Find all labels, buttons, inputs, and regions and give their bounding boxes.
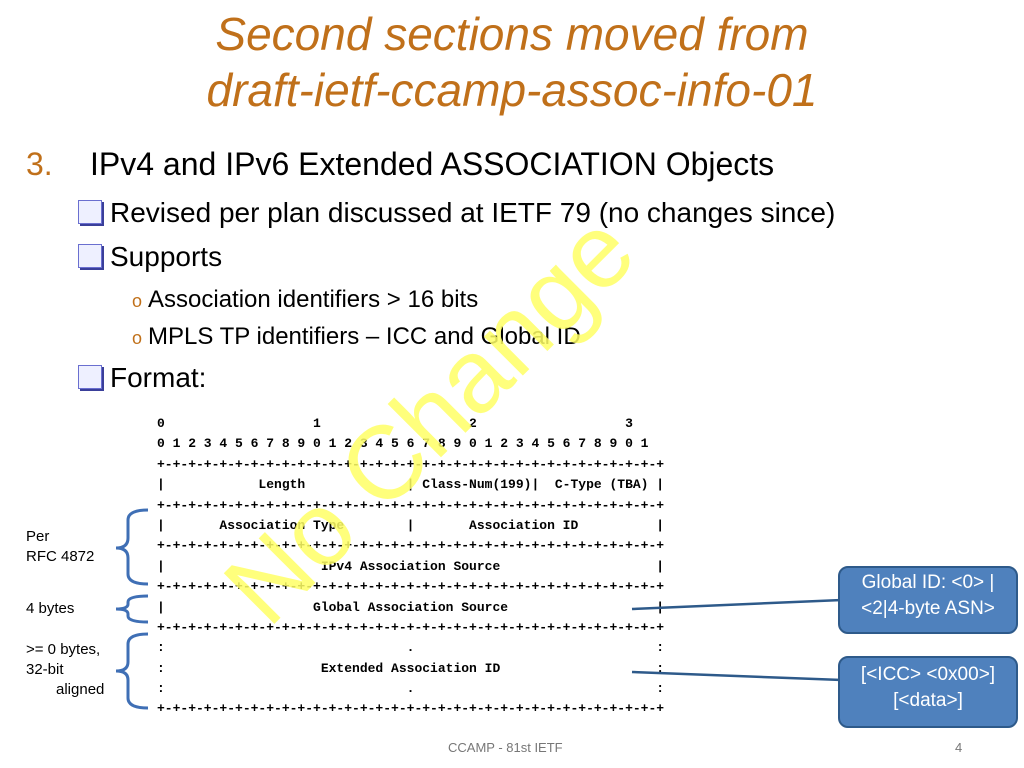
brace-extended (115, 632, 149, 710)
label-line: >= 0 bytes, (26, 641, 101, 658)
diagram-row: | IPv4 Association Source | (157, 558, 665, 574)
slide-title: Second sections moved from draft-ietf-cc… (0, 6, 1024, 118)
callout-line: [<ICC> <0x00>] (860, 664, 996, 685)
callout-pointer-global (631, 598, 843, 611)
bullet-text: Revised per plan discussed at IETF 79 (n… (110, 197, 836, 228)
label-per-rfc: Per RFC 4872 (26, 527, 94, 567)
checkbox-bullet-icon (78, 244, 102, 268)
label-4-bytes: 4 bytes (26, 600, 75, 617)
callout-line: [<data>] (893, 690, 963, 711)
bullet-supports: Supports (78, 241, 222, 273)
diagram-row: +-+-+-+-+-+-+-+-+-+-+-+-+-+-+-+-+-+-+-+-… (157, 579, 665, 595)
sub-bullet-text: MPLS TP identifiers – ICC and Global ID (148, 323, 581, 350)
label-line: 32-bit (26, 661, 64, 678)
callout-line: Global ID: <0> | (861, 572, 995, 593)
diagram-row: +-+-+-+-+-+-+-+-+-+-+-+-+-+-+-+-+-+-+-+-… (157, 701, 665, 717)
diagram-row: +-+-+-+-+-+-+-+-+-+-+-+-+-+-+-+-+-+-+-+-… (157, 619, 665, 635)
diagram-row: +-+-+-+-+-+-+-+-+-+-+-+-+-+-+-+-+-+-+-+-… (157, 497, 665, 513)
brace-rfc4872 (115, 508, 149, 586)
diagram-row: | Association Type | Association ID | (157, 517, 665, 533)
circle-bullet-icon: o (132, 328, 143, 348)
footer-text: CCAMP - 81st IETF (448, 740, 563, 755)
bullet-text: Supports (110, 241, 223, 272)
callout-line: <2|4-byte ASN> (861, 598, 995, 619)
label-line: aligned (56, 681, 105, 698)
callout-global-id: Global ID: <0> | <2|4-byte ASN> (838, 566, 1018, 634)
sub-bullet-text: Association identifiers > 16 bits (148, 286, 479, 313)
diagram-row: : . : (157, 640, 665, 656)
packet-format-diagram: 0 1 2 3 0 1 2 3 4 5 6 7 8 9 0 1 2 3 4 5 … (157, 414, 664, 720)
label-extended-size: >= 0 bytes, 32-bit aligned (26, 640, 104, 700)
bullet-text: Format: (110, 362, 207, 393)
diagram-row: | Length | Class-Num(199)| C-Type (TBA) … (157, 477, 665, 493)
circle-bullet-icon: o (132, 291, 143, 311)
diagram-row: 0 1 2 3 (157, 416, 633, 431)
item-3: 3. IPv4 and IPv6 Extended ASSOCIATION Obj… (26, 146, 774, 183)
title-line-2: draft-ietf-ccamp-assoc-info-01 (206, 64, 818, 116)
diagram-row: +-+-+-+-+-+-+-+-+-+-+-+-+-+-+-+-+-+-+-+-… (157, 538, 665, 554)
bullet-format: Format: (78, 362, 206, 394)
item-number: 3. (26, 146, 53, 182)
diagram-row: 0 1 2 3 4 5 6 7 8 9 0 1 2 3 4 5 6 7 8 9 … (157, 436, 649, 452)
brace-4-bytes (115, 594, 149, 624)
bullet-revised: Revised per plan discussed at IETF 79 (n… (78, 197, 835, 229)
checkbox-bullet-icon (78, 365, 102, 389)
label-line: Per (26, 528, 50, 545)
callout-pointer-icc (631, 670, 843, 682)
page-number: 4 (955, 740, 963, 755)
title-line-1: Second sections moved from (215, 8, 809, 60)
item-text: IPv4 and IPv6 Extended ASSOCIATION Objec… (90, 146, 775, 182)
diagram-row: | Global Association Source | (157, 599, 665, 615)
callout-icc: [<ICC> <0x00>] [<data>] (838, 656, 1018, 728)
diagram-row: : . : (157, 681, 665, 697)
label-line: RFC 4872 (26, 548, 95, 565)
diagram-row: +-+-+-+-+-+-+-+-+-+-+-+-+-+-+-+-+-+-+-+-… (157, 456, 665, 472)
checkbox-bullet-icon (78, 200, 102, 224)
diagram-row: : Extended Association ID : (157, 660, 665, 676)
